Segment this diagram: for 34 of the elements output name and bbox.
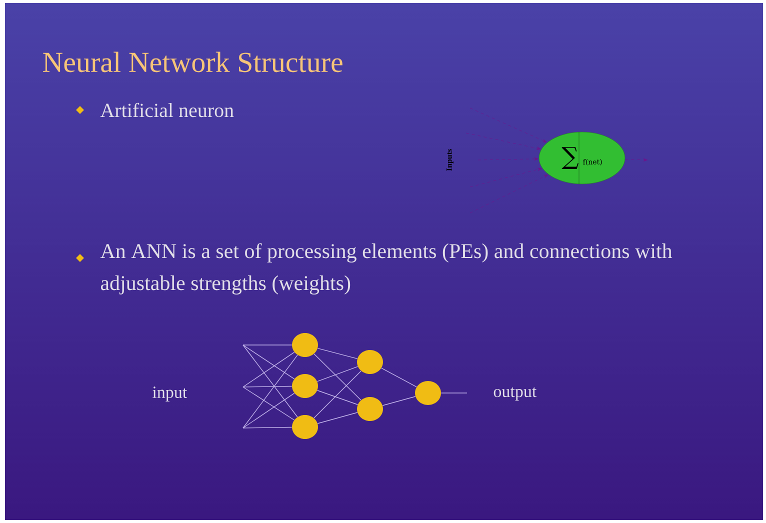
connector-line <box>316 366 358 382</box>
bullet-text: An ANN is a set of processing elements (PEs) and connections with adjustable strengths (weights) <box>100 243 672 295</box>
connector-line <box>242 352 295 388</box>
connector-line <box>317 348 358 360</box>
axis-label: Inputs <box>446 149 454 171</box>
connector-line <box>242 344 292 346</box>
connector-line <box>317 412 358 424</box>
connector-line <box>242 426 292 428</box>
connector-line <box>314 370 362 418</box>
connector-line <box>382 396 416 406</box>
connector-line <box>440 392 468 394</box>
connector-line <box>314 354 362 400</box>
connector-line <box>381 368 417 388</box>
neuron-circle <box>292 333 318 357</box>
connector-line <box>316 390 358 405</box>
neuron-circle <box>292 374 318 398</box>
connector-line <box>242 386 295 420</box>
connector-line <box>466 132 541 150</box>
connector-line <box>242 344 295 380</box>
connector-line <box>470 168 542 188</box>
connector-line <box>242 354 298 428</box>
neuron-circle <box>357 350 383 374</box>
connector-line <box>470 174 548 214</box>
layer-label: output <box>494 387 537 401</box>
connector-line <box>470 108 547 142</box>
connector-line <box>242 344 298 418</box>
bullet-text: Artificial neuron <box>100 102 234 118</box>
neuron-circle <box>292 415 318 439</box>
connector-line <box>242 392 295 428</box>
title: Neural Network Structure <box>43 52 342 72</box>
connector-line <box>242 386 292 388</box>
neuron-circle <box>357 397 383 421</box>
neuron-circle <box>415 381 441 405</box>
layer-label: input <box>152 386 188 402</box>
